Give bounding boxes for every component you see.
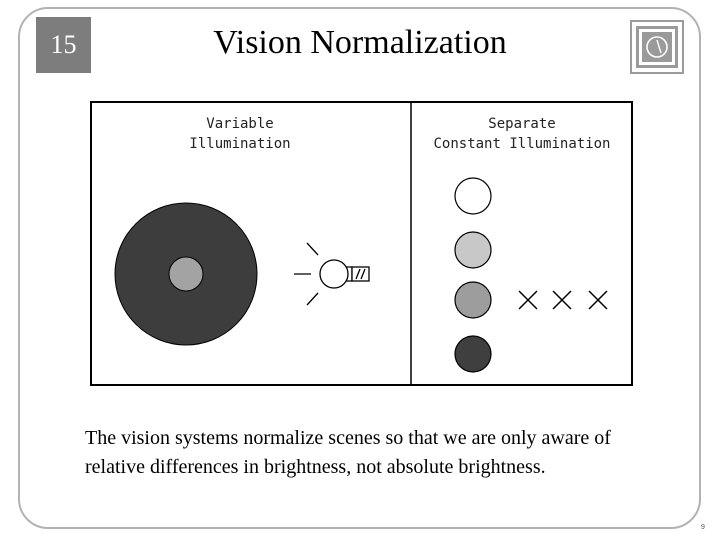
cross-mark-icon bbox=[588, 290, 608, 310]
slide-number: 15 bbox=[50, 30, 77, 59]
light-bulb-icon bbox=[294, 242, 370, 306]
inner-gray-disk bbox=[168, 256, 204, 292]
gray-swatch-white bbox=[454, 177, 492, 215]
slide-frame bbox=[18, 7, 701, 529]
page-number: 9 bbox=[701, 524, 705, 531]
gray-swatch-dark bbox=[454, 335, 492, 373]
cross-mark-icon bbox=[552, 290, 572, 310]
cross-mark-icons bbox=[518, 290, 608, 310]
cross-mark-icon bbox=[518, 290, 538, 310]
logo-icon bbox=[630, 20, 684, 74]
slide-number-badge: 15 bbox=[36, 17, 91, 73]
right-label-line1: Separate bbox=[488, 116, 555, 132]
gray-swatch-light bbox=[454, 231, 492, 269]
caption-text: The vision systems normalize scenes so t… bbox=[85, 427, 611, 478]
gray-swatch-medium bbox=[454, 281, 492, 319]
slide-title: Vision Normalization bbox=[213, 24, 507, 61]
left-label-line1: Variable bbox=[206, 116, 273, 132]
right-label-line2: Constant Illumination bbox=[433, 136, 610, 152]
left-label-line2: Illumination bbox=[189, 136, 290, 152]
vision-figure: Variable Illumination Separate Constant … bbox=[90, 101, 633, 386]
